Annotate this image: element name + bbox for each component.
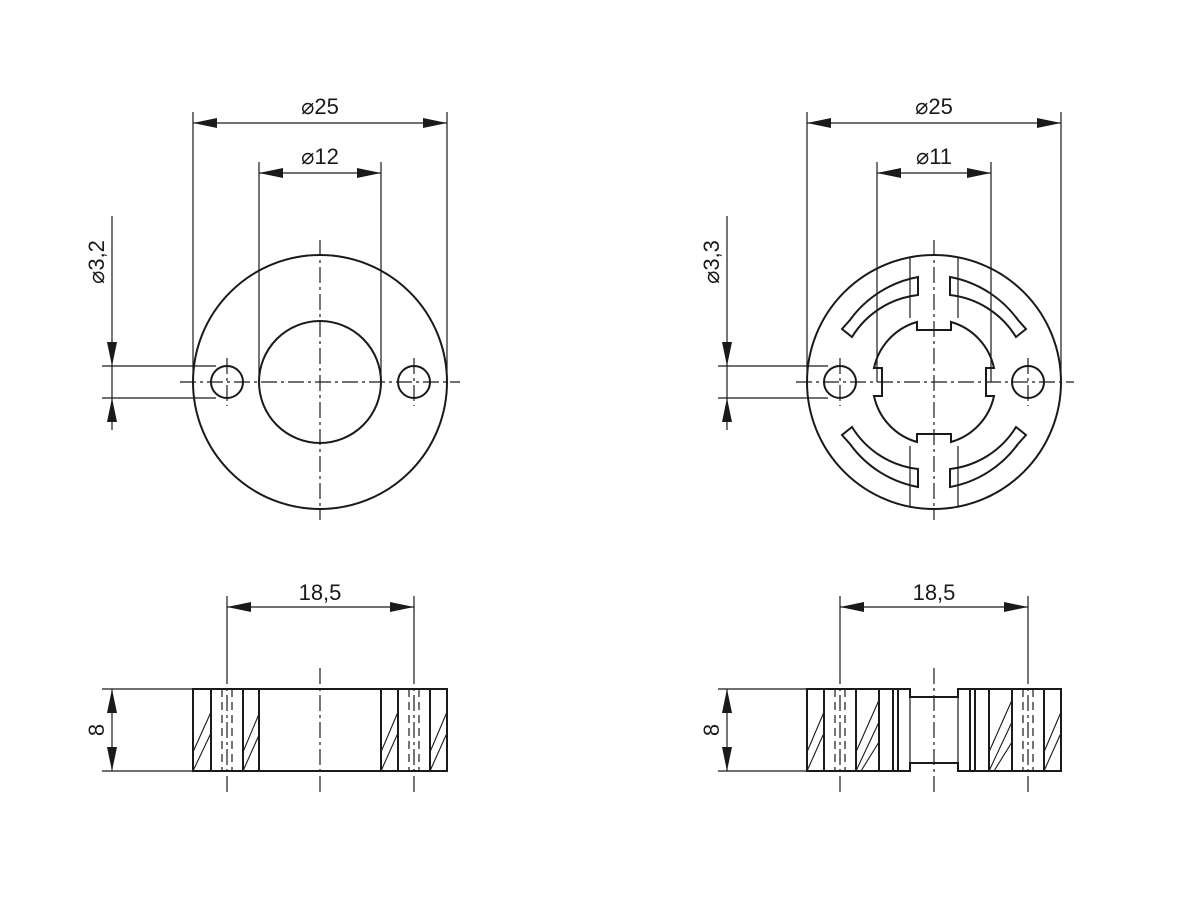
part-a-bore-diameter-label: ⌀12 [301, 144, 339, 169]
part-a-outer-diameter-label: ⌀25 [301, 94, 339, 119]
part-a-hole-spacing-dimension: 18,5 [226, 580, 415, 668]
part-b-splined-bore [872, 320, 996, 444]
part-a-hatching [192, 711, 448, 772]
part-b-hole-spacing-label: 18,5 [913, 580, 956, 605]
part-b-thickness-label: 8 [699, 724, 724, 736]
part-b-hole-spacing-dimension: 18,5 [839, 580, 1029, 668]
part-b-slot-top-right [949, 275, 1028, 339]
part-b-outer-diameter-dimension: ⌀25 [806, 94, 1062, 372]
part-b-outer-diameter-label: ⌀25 [915, 94, 953, 119]
part-a-outer-diameter-dimension: ⌀25 [192, 94, 448, 372]
part-b-top-view [796, 240, 1074, 520]
part-b-side-view [806, 668, 1062, 792]
part-a-hole-diameter-label: ⌀3,2 [84, 240, 109, 284]
part-a-side-view [192, 668, 448, 792]
part-a-hole-spacing-label: 18,5 [299, 580, 342, 605]
part-b-hatching [806, 699, 1062, 772]
part-a-bore-diameter-dimension: ⌀12 [258, 144, 382, 382]
part-b-slot-bottom-left [840, 425, 919, 489]
part-b-hole-diameter-label: ⌀3,3 [699, 240, 724, 284]
part-a-thickness-dimension: 8 [84, 688, 193, 772]
part-a-top-view [180, 240, 460, 520]
part-b-slot-bottom-right [949, 425, 1028, 489]
part-b-bore-diameter-dimension: ⌀11 [876, 144, 992, 382]
part-a-hole-diameter-dimension: ⌀3,2 [84, 216, 216, 430]
part-b-thickness-dimension: 8 [699, 688, 807, 772]
part-b-bore-diameter-label: ⌀11 [916, 144, 952, 169]
part-b-slot-top-left [840, 275, 919, 339]
part-b-hole-diameter-dimension: ⌀3,3 [699, 216, 828, 430]
part-a-thickness-label: 8 [84, 724, 109, 736]
